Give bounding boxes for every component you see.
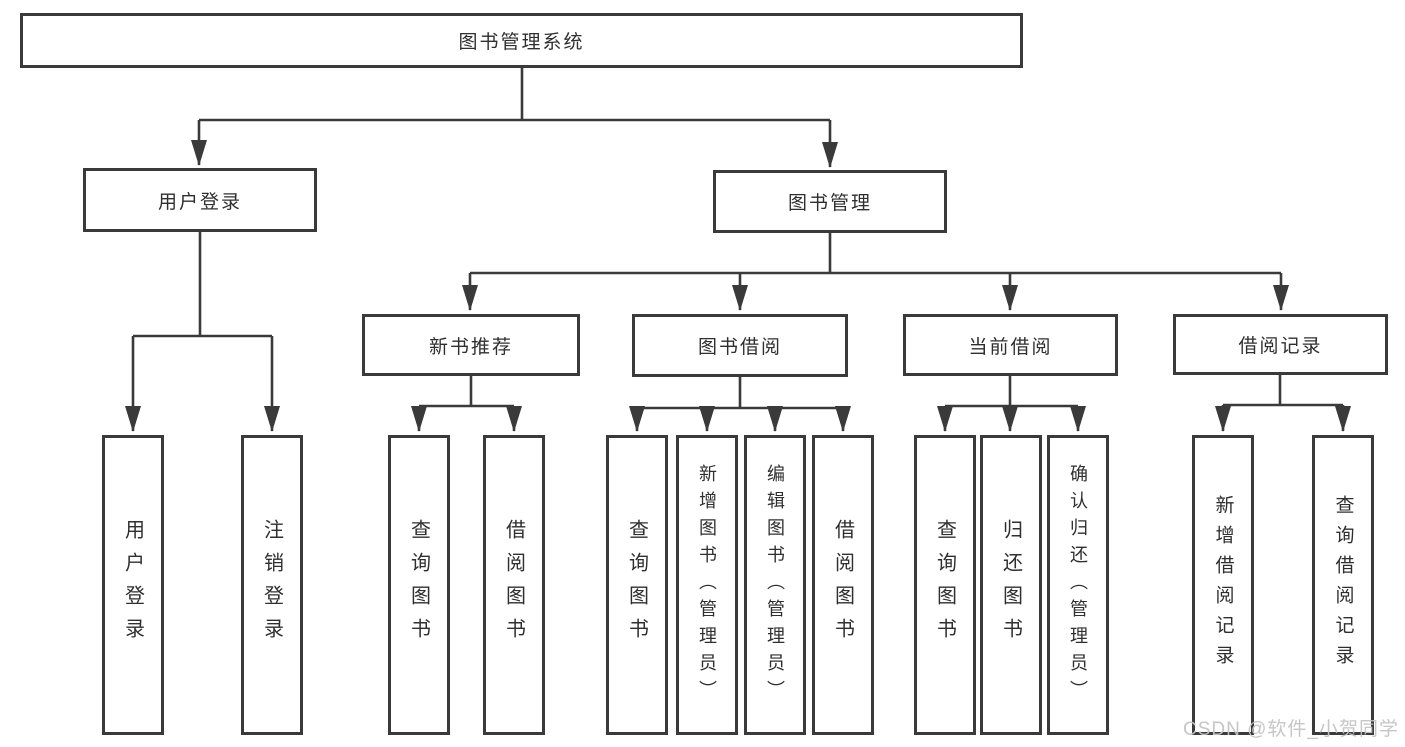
watermark: CSDN @软件_小贺同学	[1183, 719, 1399, 740]
node-book-borrow: 图书借阅	[632, 314, 848, 377]
node-cb-confirm-return-admin: 确认归还（管理员）	[1047, 435, 1109, 735]
edges-new-book-recommend	[411, 376, 522, 432]
node-br-add-record: 新增借阅记录	[1192, 435, 1254, 735]
node-bb-add-book-admin: 新增图书（管理员）	[676, 435, 738, 735]
node-cb-return-book: 归还图书	[980, 435, 1042, 735]
node-root: 图书管理系统	[20, 13, 1023, 68]
edges-current-borrow	[937, 376, 1086, 432]
node-bb-query-book: 查询图书	[606, 435, 668, 735]
edges-book-management	[462, 233, 1289, 311]
node-new-book-recommend: 新书推荐	[362, 314, 580, 376]
node-bb-borrow-book: 借阅图书	[812, 435, 874, 735]
edges-root	[191, 67, 838, 168]
edges-borrow-record	[1215, 375, 1351, 432]
node-user-login: 用户登录	[83, 168, 317, 232]
node-book-management: 图书管理	[713, 170, 947, 233]
node-borrow-record: 借阅记录	[1173, 314, 1388, 375]
edges-user-login	[125, 231, 280, 432]
node-user-login-leaf: 用户登录	[102, 435, 164, 735]
node-br-query-record: 查询借阅记录	[1312, 435, 1374, 735]
node-nb-borrow-book: 借阅图书	[483, 435, 545, 735]
edges-book-borrow	[629, 377, 851, 432]
node-bb-edit-book-admin: 编辑图书（管理员）	[744, 435, 806, 735]
node-logout: 注销登录	[241, 435, 303, 735]
node-nb-query-book: 查询图书	[388, 435, 450, 735]
node-current-borrow: 当前借阅	[903, 314, 1118, 376]
node-cb-query-book: 查询图书	[914, 435, 976, 735]
